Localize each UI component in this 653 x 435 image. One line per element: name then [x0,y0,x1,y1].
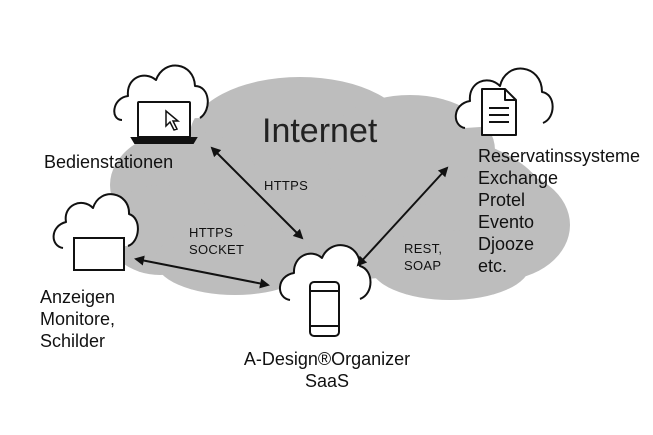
arrow-stations-saas [210,146,304,240]
connection-label-rest-soap: REST, SOAP [404,240,442,274]
document-icon [481,88,517,136]
connection-label-https-socket: HTTPS SOCKET [189,224,244,258]
systems-label: Reservatinssysteme Exchange Protel Event… [478,145,640,277]
saas-label-line-2: SaaS [304,371,350,391]
connection-label-rest-soap-line-1: REST, [404,241,443,256]
systems-label-line-2: Exchange [478,168,559,188]
systems-label-line-6: etc. [478,256,508,276]
saas-cloud-icon [279,244,372,301]
connection-label-https-socket-line-1: HTTPS [189,225,234,240]
systems-label-line-4: Evento [478,212,535,232]
displays-label-line-1: Anzeigen [40,287,116,307]
systems-label-line-3: Protel [478,190,526,210]
arrow-displays-saas [134,255,270,289]
saas-label-line-1: A-Design®Organizer [243,349,411,369]
systems-label-line-5: Djooze [478,234,535,254]
stations-label: Bedienstationen [44,152,174,172]
diagram-title: Internet [262,112,378,150]
displays-cloud-icon [52,193,139,249]
connection-label-https: HTTPS [264,178,309,193]
connection-label-rest-soap-line-2: SOAP [404,258,442,273]
displays-label-line-3: Schilder [40,331,106,351]
laptop-icon [130,101,198,144]
displays-label-line-2: Monitore, [40,309,116,329]
connection-label-https-socket-line-2: SOCKET [189,242,245,257]
systems-label-line-1: Reservatinssysteme [478,146,641,166]
arrow-systems-saas [356,166,449,267]
displays-label: Anzeigen Monitore, Schilder [40,286,115,352]
smartphone-icon [309,281,340,337]
monitor-icon [73,237,125,271]
saas-label: A-Design®Organizer SaaS [232,348,422,392]
